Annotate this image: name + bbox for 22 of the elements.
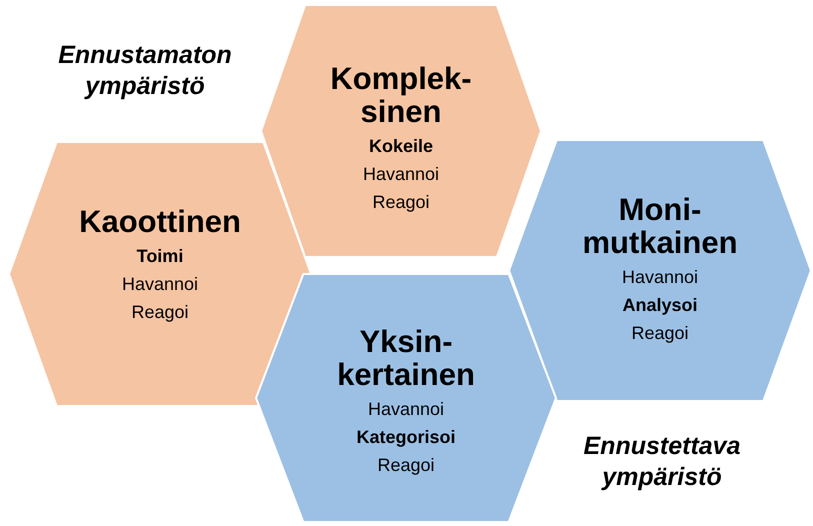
- hexagon-text: Havannoi: [368, 398, 444, 421]
- region-label: Ennustamaton ympäristö: [57, 40, 233, 102]
- hexagon-text: Kokeile: [368, 135, 434, 158]
- hexagon-text: Reagoi: [631, 322, 689, 345]
- hexagon-text: Reagoi: [377, 454, 435, 477]
- hexagon-title: Moni- mutkainen: [582, 193, 738, 259]
- hexagon-text: Reagoi: [131, 301, 189, 324]
- hexagon: [508, 139, 812, 402]
- hexagon-text: Reagoi: [372, 191, 430, 214]
- hexagon-text: Analysoi: [622, 294, 698, 317]
- hexagon-text: Havannoi: [122, 273, 198, 296]
- hexagon: [255, 273, 557, 523]
- hexagon-title: Kaoottinen: [79, 205, 241, 238]
- hexagon: [260, 4, 542, 258]
- region-label: Ennustettava ympäristö: [582, 431, 742, 493]
- hexagon: [8, 141, 312, 407]
- hexagon-title: Yksin- kertainen: [337, 325, 475, 391]
- hexagon-text: Havannoi: [622, 266, 698, 289]
- hexagon-text: Havannoi: [362, 163, 440, 186]
- hexagon-text: Toimi: [136, 245, 184, 268]
- hexagon-text: Kategorisoi: [356, 426, 456, 449]
- hexagon-title: Komplek- sinen: [330, 62, 472, 128]
